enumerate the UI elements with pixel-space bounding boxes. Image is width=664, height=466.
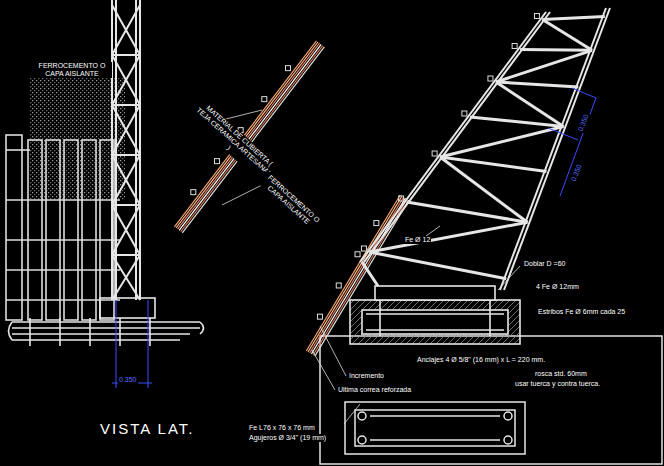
window-frame [6, 149, 30, 151]
left-footing [30, 318, 150, 346]
base-plate-plan [358, 436, 366, 444]
footing [375, 286, 495, 300]
truss-chord [504, 8, 610, 290]
purlin-clip [399, 196, 404, 201]
annotation-label: rosca std. 60mm [534, 370, 588, 378]
window-frame [6, 299, 120, 301]
window-frame [6, 135, 120, 320]
dimension-label: 0.350 [576, 112, 591, 133]
purlin-clip [432, 151, 437, 156]
footing [366, 314, 504, 330]
base-plate-plan [345, 402, 525, 454]
truss-rung [520, 48, 592, 52]
art [174, 8, 610, 356]
roof-layer [315, 200, 409, 356]
dimension-line [112, 300, 152, 388]
purlin-clip [462, 111, 467, 116]
truss-diagonal [542, 20, 592, 51]
window-frame [28, 140, 42, 320]
purlin [317, 314, 322, 319]
dimension-line [116, 300, 117, 388]
purlin-clip [488, 76, 493, 81]
window-frame [6, 239, 120, 241]
annotation-label: Incremento [348, 372, 385, 380]
annotation-label: Fe Ø 12 [404, 236, 431, 244]
purlin [262, 97, 267, 102]
purlin-clip [361, 246, 366, 251]
annotation-label: Doblar D =60 [523, 260, 566, 268]
truss-diagonal [369, 222, 527, 252]
annotation-label: Anclajes 4 Ø 5/8" (16 mm) x L = 220 mm. [416, 356, 546, 364]
leader-line [222, 110, 262, 120]
annotation-label: FERROCEMENTO O CAPA AISLANTE [32, 62, 112, 78]
purlin [191, 190, 196, 195]
window-frame [6, 269, 120, 271]
purlin [214, 159, 219, 164]
left-footing [12, 322, 200, 340]
dimension-label: 0.350 [118, 376, 138, 384]
truss-rung [542, 16, 604, 19]
leader-line [498, 266, 520, 290]
window-frame [6, 135, 22, 320]
dimension-line [148, 300, 149, 388]
leader-line [344, 404, 360, 424]
footing [350, 300, 520, 344]
annotation-label: Estribos Fe Ø 6mm cada 25 [537, 308, 626, 316]
base-plate-plan [355, 410, 515, 446]
leader-line [426, 226, 440, 236]
truss-leg [362, 262, 378, 286]
left-footing [100, 298, 155, 318]
leader-line [312, 350, 335, 390]
leader-line [222, 185, 262, 205]
truss-chord [500, 8, 606, 290]
base-plate-plan [504, 436, 512, 444]
vertical-truss [112, 55, 140, 255]
vertical-truss [112, 0, 140, 300]
vertical-truss [112, 5, 140, 300]
window-frame [82, 140, 96, 320]
annotation-label: FERROCEMENTO O CAPA AISLANTE [257, 170, 326, 234]
view-caption: VISTA LAT. [98, 420, 196, 437]
dimension-line [548, 128, 578, 140]
purlin [285, 66, 290, 71]
footing [362, 310, 508, 334]
base-plate-plan [345, 402, 525, 454]
footing [350, 286, 520, 344]
truss-diagonal [440, 126, 563, 157]
annotation-label: Agujeros Ø 3/4" (19 mm) [248, 434, 327, 442]
leader-line [320, 326, 346, 376]
truss-diagonal [496, 82, 564, 126]
detail-frame [320, 336, 662, 464]
purlin-clip [534, 14, 539, 19]
purlin [336, 283, 341, 288]
base-plate-plan [370, 416, 500, 440]
window-frame [64, 140, 78, 320]
footing [380, 300, 490, 336]
base-plate-plan [504, 412, 512, 420]
annotation-label: 4 Fe Ø 12mm [535, 283, 580, 291]
window-frame [46, 140, 60, 320]
truss-rung [369, 252, 506, 279]
truss-diagonal [496, 50, 592, 82]
left-footing [9, 298, 204, 346]
purlin [374, 221, 379, 226]
annotation-label: Ultima correa reforzada [337, 386, 412, 394]
dimension-line [560, 88, 596, 196]
base-plate-plan [358, 412, 366, 420]
truss-rung [496, 82, 578, 87]
left-footing [9, 322, 204, 340]
purlin [355, 252, 360, 257]
window-frame [6, 199, 120, 201]
purlin-clip [512, 44, 517, 49]
truss-rung [407, 202, 528, 222]
vertical-truss [112, 5, 140, 300]
truss-rung [440, 157, 546, 172]
annotation-label: usar tuerca y contra tuerca. [514, 380, 601, 388]
annotation-label: Fe L76 x 76 x 76 mm [248, 424, 316, 432]
